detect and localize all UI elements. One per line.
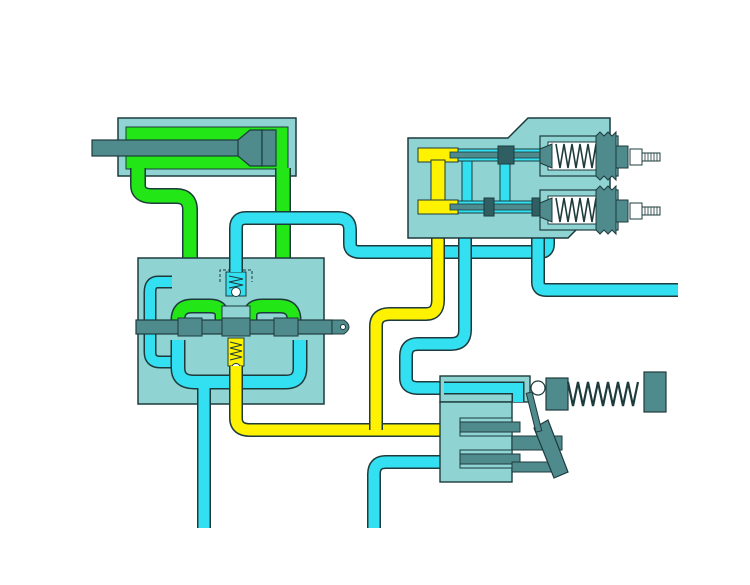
lever-valve-rod-bottom (511, 461, 553, 473)
return-lines (197, 211, 678, 528)
relief-screw-thread-top (644, 153, 658, 161)
valve-green-cavity-fill (172, 300, 300, 326)
spool-land-left (177, 317, 203, 337)
spool-land-center (221, 317, 251, 337)
return-line-lever-drain-fill (368, 456, 444, 528)
piston-rod (91, 139, 243, 157)
pressure-lines (229, 210, 446, 437)
relief-nut-bottom (629, 202, 643, 220)
relief-spool-land-2 (483, 197, 495, 217)
cylinder-lines (130, 168, 291, 330)
cylinder-assembly (91, 117, 297, 177)
lever-valve-plunger-top (459, 421, 521, 433)
lever-valve-top-passage-fill (444, 383, 523, 402)
relief-spool-land-1 (497, 145, 515, 165)
lever-valve-plunger-bottom (459, 453, 521, 465)
lever-link (525, 391, 543, 433)
return-line-lever-fill (400, 232, 471, 394)
spool-land-right (273, 317, 299, 337)
spool-clevis-pin (340, 324, 346, 330)
lever-spring-seat (545, 377, 569, 411)
relief-locknut-top (615, 145, 629, 169)
relief-poppet-top (539, 143, 553, 169)
relief-passage-vertical-2 (499, 160, 511, 202)
relief-spring-top (555, 143, 597, 169)
return-line-right (531, 232, 678, 297)
check-valve-bottom-spring (229, 341, 243, 361)
return-line-right-fill (532, 232, 678, 296)
relief-locknut-bottom (615, 199, 629, 223)
lever-valve-body (439, 401, 513, 483)
relief-poppet-bottom (539, 197, 553, 223)
relief-cap-bottom (595, 184, 617, 236)
relief-nut-top (629, 148, 643, 166)
cylinder-line-a-fill (131, 168, 197, 330)
control-valve (135, 257, 350, 405)
valve-lower-cavity-right-fill (240, 340, 306, 388)
lever-arm (533, 419, 569, 479)
lever-valve (439, 371, 667, 483)
check-valve-top-ball (231, 287, 241, 297)
relief-spring-bottom (555, 197, 597, 223)
piston (261, 129, 277, 167)
check-valve-top-spring (228, 275, 244, 289)
relief-cap-top (595, 130, 617, 182)
relief-passage-vertical-1 (461, 160, 473, 202)
valve-lower-cavity-left-fill (172, 340, 232, 388)
relief-screw-thread-bottom (644, 207, 658, 215)
lever-spring (566, 381, 640, 407)
lever-spring-stop (643, 371, 667, 413)
return-line-lever-drain (367, 455, 444, 528)
lever-pivot (530, 380, 546, 396)
pressure-line-main-fill (230, 366, 446, 436)
relief-valve-block (407, 117, 661, 239)
pressure-line-riser-fill (370, 210, 444, 430)
relief-manifold-mid (430, 159, 446, 205)
